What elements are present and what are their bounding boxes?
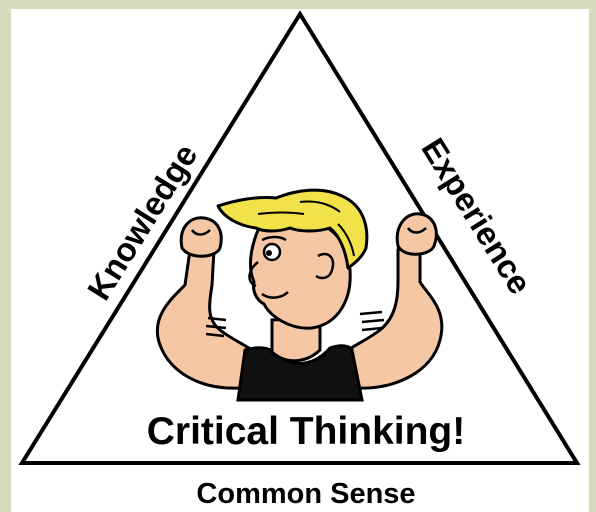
flexing-man-illustration bbox=[155, 188, 444, 402]
right-fist bbox=[395, 212, 438, 256]
critical-thinking-label: Critical Thinking! bbox=[147, 410, 466, 453]
left-fist bbox=[179, 216, 223, 258]
hair bbox=[216, 188, 369, 270]
common-sense-label: Common Sense bbox=[196, 478, 415, 510]
tank-top bbox=[236, 344, 364, 402]
